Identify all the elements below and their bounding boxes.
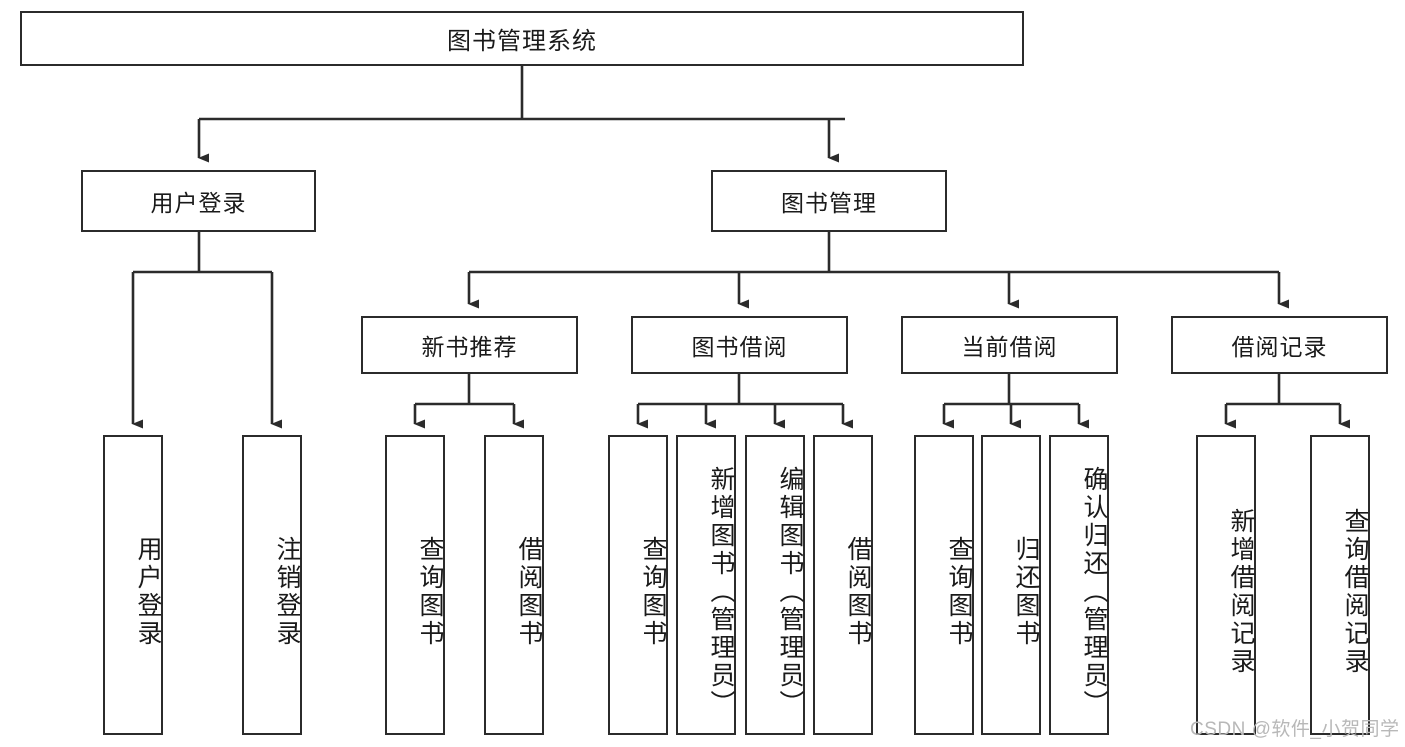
node-label: 新增借阅记录 xyxy=(1227,508,1255,676)
node-label: 归还图书 xyxy=(1012,536,1040,648)
node-label: 用户登录 xyxy=(150,190,247,216)
node-label: 新书推荐 xyxy=(421,334,518,360)
node-new-book-recommend[interactable]: 新书推荐 xyxy=(361,316,578,374)
node-label: 图书管理系统 xyxy=(447,28,597,55)
leaf-return-book[interactable]: 归还图书 xyxy=(981,435,1041,735)
leaf-query-book-current[interactable]: 查询图书 xyxy=(914,435,974,735)
leaf-borrow-book-recommend[interactable]: 借阅图书 xyxy=(484,435,544,735)
node-label: 当前借阅 xyxy=(961,334,1058,360)
node-label: 用户登录 xyxy=(134,536,162,648)
node-book-manage[interactable]: 图书管理 xyxy=(711,170,947,232)
node-label: 编辑图书（管理员） xyxy=(776,466,804,718)
node-label: 确认归还（管理员） xyxy=(1080,466,1108,718)
node-current-borrow[interactable]: 当前借阅 xyxy=(901,316,1118,374)
node-label: 借阅记录 xyxy=(1231,334,1328,360)
node-label: 查询借阅记录 xyxy=(1341,508,1369,676)
csdn-watermark: CSDN @软件_小贺同学 xyxy=(1190,719,1400,740)
node-label: 查询图书 xyxy=(416,536,444,648)
node-book-borrow[interactable]: 图书借阅 xyxy=(631,316,848,374)
leaf-add-borrow-record[interactable]: 新增借阅记录 xyxy=(1196,435,1256,735)
leaf-borrow-book[interactable]: 借阅图书 xyxy=(813,435,873,735)
leaf-edit-book[interactable]: 编辑图书（管理员） xyxy=(745,435,805,735)
leaf-logout-login[interactable]: 注销登录 xyxy=(242,435,302,735)
leaf-user-login[interactable]: 用户登录 xyxy=(103,435,163,735)
leaf-confirm-return[interactable]: 确认归还（管理员） xyxy=(1049,435,1109,735)
node-label: 图书管理 xyxy=(781,190,877,216)
node-label: 图书借阅 xyxy=(691,334,788,360)
leaf-query-book-recommend[interactable]: 查询图书 xyxy=(385,435,445,735)
node-label: 借阅图书 xyxy=(515,536,543,648)
node-label: 查询图书 xyxy=(639,536,667,648)
node-label: 查询图书 xyxy=(945,536,973,648)
leaf-query-book-borrow[interactable]: 查询图书 xyxy=(608,435,668,735)
node-book-management-system[interactable]: 图书管理系统 xyxy=(20,11,1024,66)
node-label: 注销登录 xyxy=(273,536,301,648)
node-borrow-record[interactable]: 借阅记录 xyxy=(1171,316,1388,374)
node-label: 新增图书（管理员） xyxy=(707,466,735,718)
node-user-login[interactable]: 用户登录 xyxy=(81,170,316,232)
leaf-add-book[interactable]: 新增图书（管理员） xyxy=(676,435,736,735)
node-label: 借阅图书 xyxy=(844,536,872,648)
leaf-query-borrow-record[interactable]: 查询借阅记录 xyxy=(1310,435,1370,735)
